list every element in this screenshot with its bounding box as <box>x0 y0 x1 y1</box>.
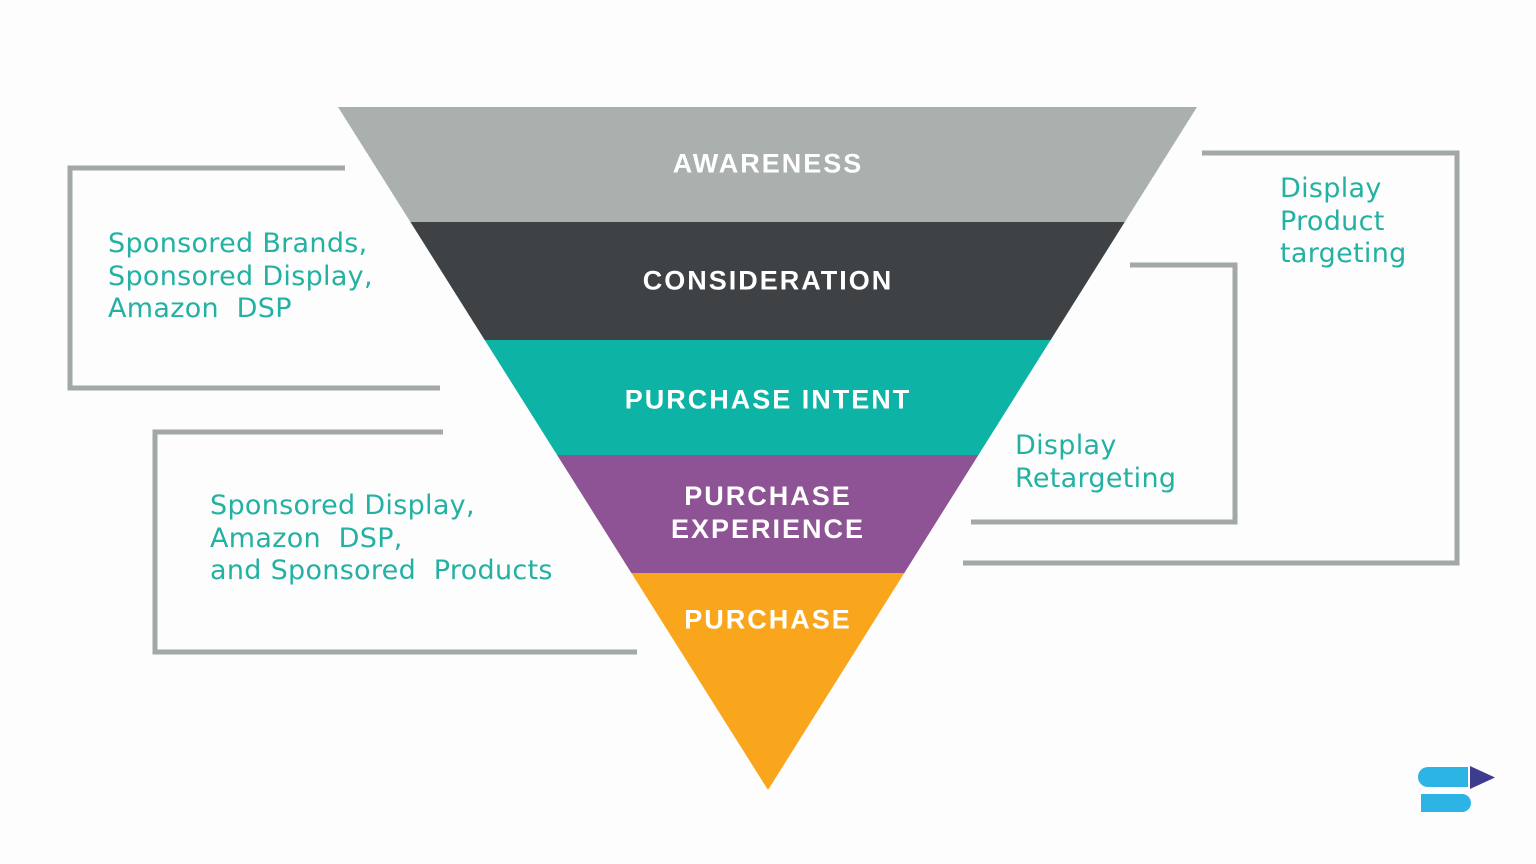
brand-logo <box>1418 766 1495 812</box>
note-right-top: Display Product targeting <box>1280 173 1407 269</box>
note-left-top: Sponsored Brands, Sponsored Display, Ama… <box>108 228 373 324</box>
funnel-stage-consideration <box>338 222 1197 340</box>
logo-s-top-bar-icon <box>1418 767 1468 787</box>
stage-label-consideration: CONSIDERATION <box>642 265 894 296</box>
connector-left-bottom <box>152 429 637 655</box>
connector-right-outer <box>963 150 1460 566</box>
funnel-stage-awareness <box>338 107 1197 222</box>
stage-label-purchase-experience: PURCHASE EXPERIENCE <box>670 481 866 544</box>
connector-right-inner <box>971 262 1238 525</box>
stage-label-purchase-intent: PURCHASE INTENT <box>624 384 912 415</box>
note-left-bottom: Sponsored Display, Amazon DSP, and Spons… <box>210 490 553 586</box>
stage-label-purchase: PURCHASE <box>684 604 852 635</box>
logo-play-arrow-icon <box>1470 766 1495 789</box>
stage-label-awareness: AWARENESS <box>672 148 864 179</box>
connector-left-top <box>67 165 440 391</box>
note-right-middle: Display Retargeting <box>1015 430 1177 494</box>
logo-s-bottom-bar-icon <box>1421 794 1471 812</box>
